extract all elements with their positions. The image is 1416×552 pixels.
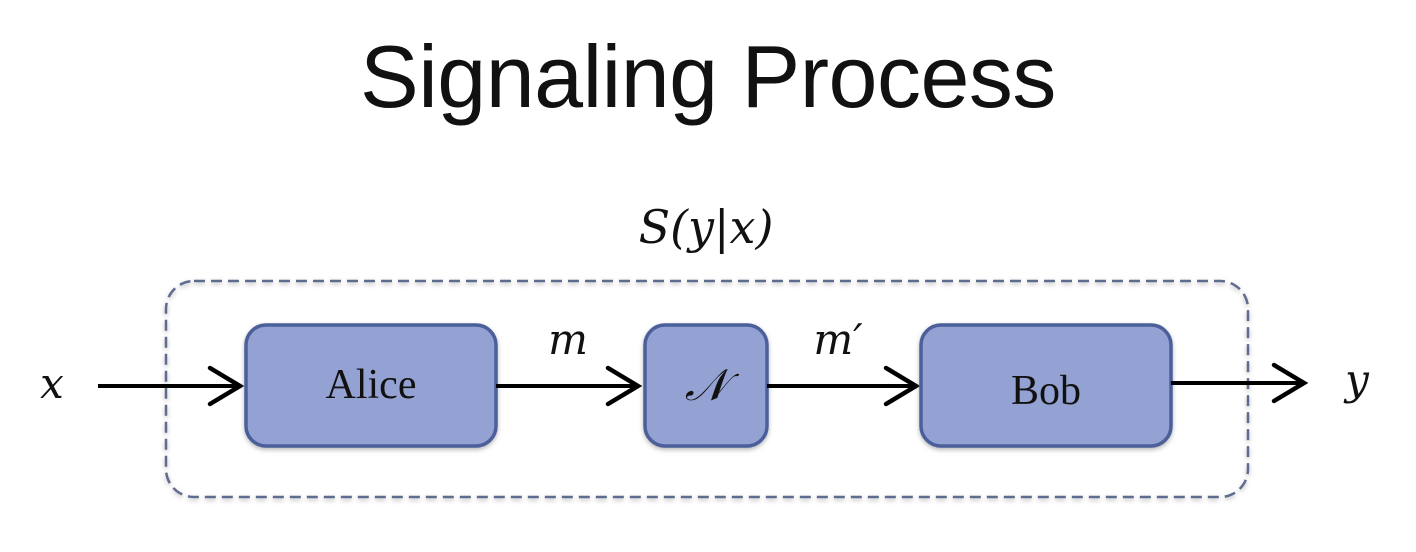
received-message-label: m′ [813, 315, 863, 364]
channel-node: 𝒩 [643, 323, 769, 448]
bob-label: Bob [1011, 368, 1081, 414]
alice-node: Alice [244, 323, 498, 448]
bob-node: Bob [919, 323, 1173, 448]
alice-label: Alice [326, 362, 417, 408]
page-title: Signaling Process [360, 27, 1056, 126]
received-message-arrow [767, 365, 921, 407]
input-label: x [40, 359, 64, 408]
signaling-process-container [164, 279, 1250, 499]
message-label: m [548, 315, 588, 364]
signal-function-label: S(y|x) [639, 200, 774, 254]
message-arrow [496, 365, 643, 407]
output-label: y [1343, 355, 1370, 404]
input-arrow [98, 365, 245, 407]
output-arrow [1171, 362, 1309, 404]
